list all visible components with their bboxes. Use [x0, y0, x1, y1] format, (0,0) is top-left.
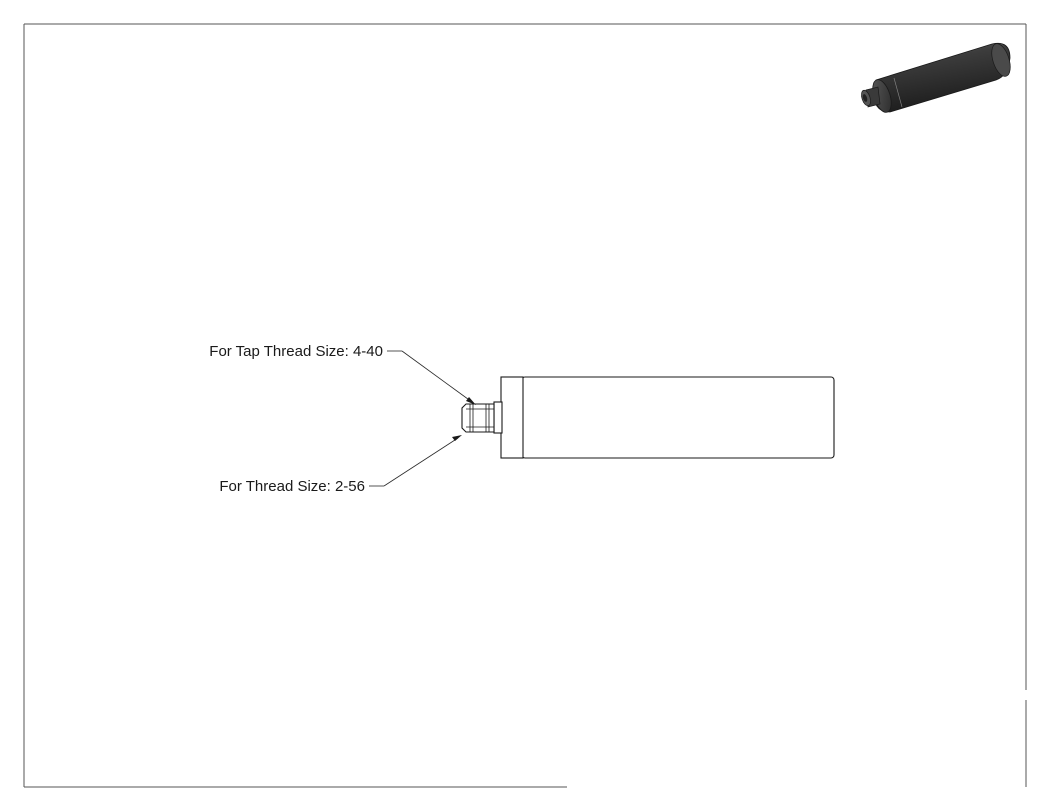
callout-tap-thread-label: For Tap Thread Size: 4-40 [209, 343, 383, 360]
part-body [521, 376, 835, 459]
drawing-frame [23, 23, 1027, 788]
arrowhead-icon [466, 397, 476, 405]
part-neck [493, 401, 503, 434]
part-flange [500, 376, 524, 459]
callout-tap-thread: For Tap Thread Size: 4-40 [209, 343, 476, 405]
arrowhead-icon [452, 435, 462, 441]
callout-thread-label: For Thread Size: 2-56 [219, 478, 365, 495]
cylinder-3d-icon [861, 42, 1011, 113]
part-side-view [461, 376, 835, 459]
callout-thread: For Thread Size: 2-56 [219, 435, 462, 495]
threaded-stud [461, 403, 495, 433]
